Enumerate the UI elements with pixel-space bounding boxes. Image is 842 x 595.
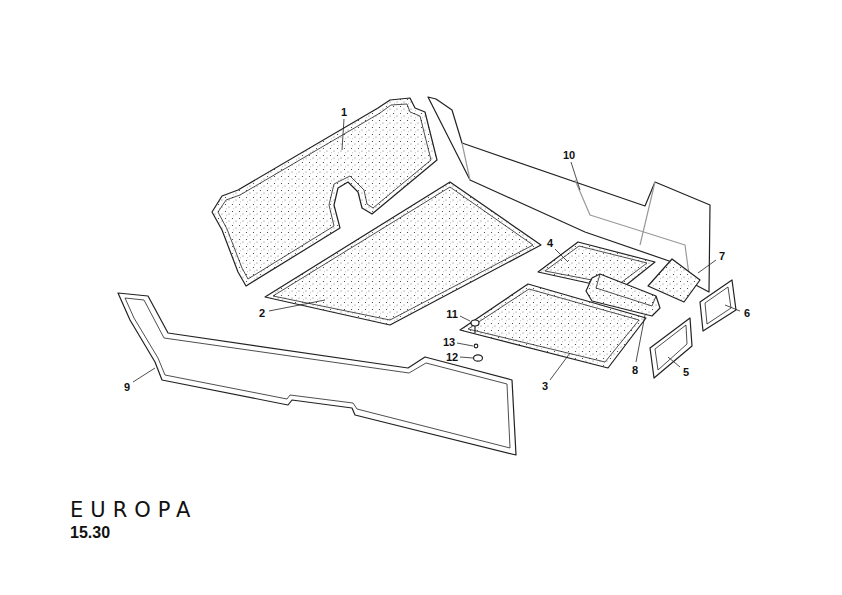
leader-line	[636, 315, 645, 362]
leader-line	[342, 119, 344, 150]
callout-number: 5	[683, 367, 689, 378]
leader-line	[555, 249, 568, 262]
leader-line	[550, 353, 570, 380]
callout-number: 12	[446, 352, 458, 363]
callout-number: 11	[446, 309, 458, 320]
fastener-base	[474, 355, 483, 361]
callout-number: 7	[719, 251, 725, 262]
leader-line	[269, 300, 325, 311]
fastener-cap	[471, 320, 479, 326]
callout-number: 2	[259, 308, 265, 319]
callout-number: 9	[124, 382, 130, 393]
carpet-frame-inner	[655, 325, 687, 370]
sill-strip-inner	[125, 298, 510, 448]
callout-number: 3	[542, 381, 548, 392]
carpet-roll	[586, 274, 660, 316]
leader-line	[571, 162, 580, 190]
callout-number: 10	[563, 150, 575, 161]
sill-strip	[118, 293, 516, 455]
leader-line	[460, 357, 473, 358]
carpet-frame	[650, 318, 692, 378]
callout-number: 8	[632, 365, 638, 376]
page-number: 15.30	[70, 525, 110, 541]
callout-number: 6	[744, 308, 750, 319]
callout-number: 4	[547, 238, 553, 249]
washer	[474, 344, 478, 348]
leader-line	[133, 368, 155, 382]
leader-line	[698, 260, 716, 273]
carpet-frame	[700, 280, 736, 331]
fastener-stud	[474, 326, 475, 333]
carpet-roll-edge	[596, 274, 656, 306]
leader-line	[668, 357, 680, 367]
callout-number: 1	[341, 107, 347, 118]
leader-line	[725, 305, 740, 311]
leader-line	[460, 316, 470, 321]
carpet-floor-mat-edge	[273, 187, 533, 320]
callout-number: 13	[443, 337, 455, 348]
model-logo: EUROPA	[70, 500, 197, 521]
leader-line	[457, 343, 473, 346]
